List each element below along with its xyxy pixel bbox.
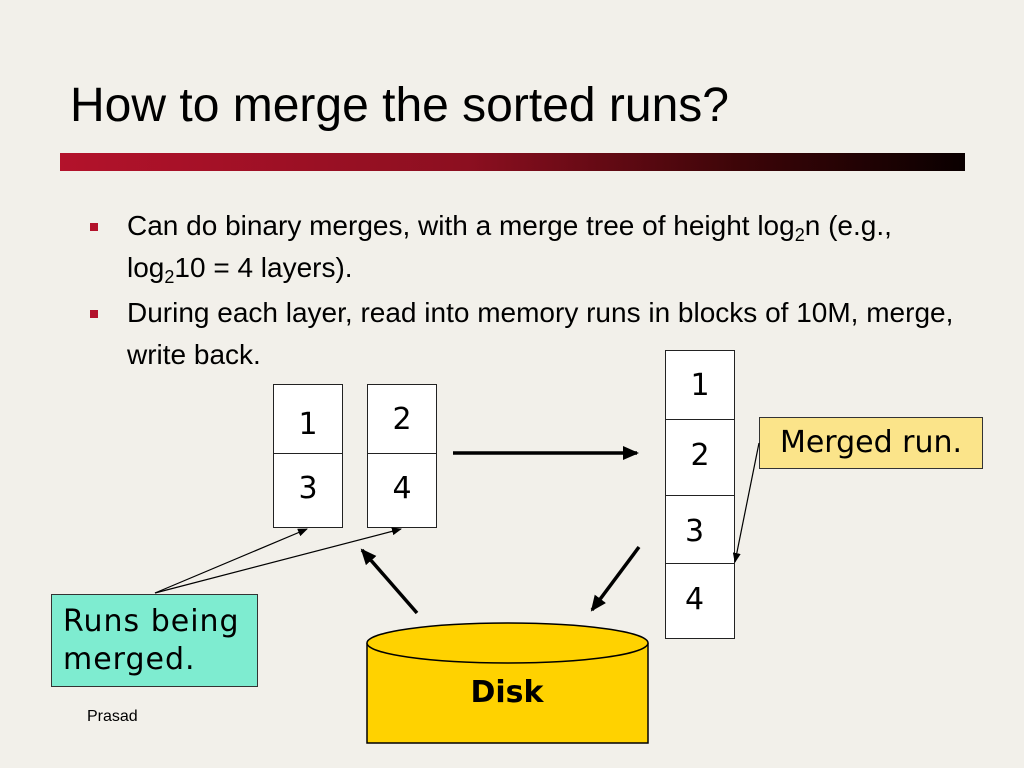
merged-run-cell-4: 4: [665, 563, 735, 639]
read-arrow-icon: [360, 548, 419, 615]
subscript: 2: [794, 225, 805, 245]
slide-title: How to merge the sorted runs?: [70, 79, 729, 132]
connector-to-merged-run: [732, 442, 760, 563]
square-bullet-icon: [90, 223, 98, 231]
bullet-item: During each layer, read into memory runs…: [90, 292, 970, 376]
runs-label-line: Runs being: [63, 604, 240, 639]
run-a-cell-2: 3: [273, 453, 343, 528]
runs-being-merged-label: Runs being merged.: [51, 594, 258, 687]
footer-author: Prasad: [87, 708, 138, 725]
connector-to-run-a: [154, 528, 308, 594]
title-underline-bar: [60, 153, 965, 171]
connector-to-run-b: [154, 527, 402, 594]
square-bullet-icon: [90, 310, 98, 318]
bullet-text-part: Can do binary merges, with a merge tree …: [127, 210, 795, 241]
subscript: 2: [164, 267, 175, 287]
bullet-text: During each layer, read into memory runs…: [127, 297, 954, 370]
disk-cylinder-icon: [366, 622, 649, 744]
merged-run-cell-1: 1: [665, 350, 735, 420]
merged-run-label: Merged run.: [759, 417, 983, 469]
merged-run-cell-3: 3: [665, 495, 735, 564]
bullet-item: Can do binary merges, with a merge tree …: [90, 205, 970, 289]
bullet-text-part: 10 = 4 layers).: [174, 252, 353, 283]
bullet-list: Can do binary merges, with a merge tree …: [90, 205, 970, 379]
run-b-cell-2: 4: [367, 453, 437, 528]
run-b-cell-1: 2: [367, 384, 437, 454]
runs-label-line: merged.: [63, 642, 196, 677]
bullet-text: Can do binary merges, with a merge tree …: [127, 205, 970, 289]
write-arrow-icon: [590, 545, 641, 612]
bullet-text-part: n (e.g., log: [127, 210, 892, 283]
disk-label: Disk: [471, 675, 545, 710]
merged-run-cell-2: 2: [665, 419, 735, 496]
run-a-cell-1: 1: [273, 384, 343, 454]
